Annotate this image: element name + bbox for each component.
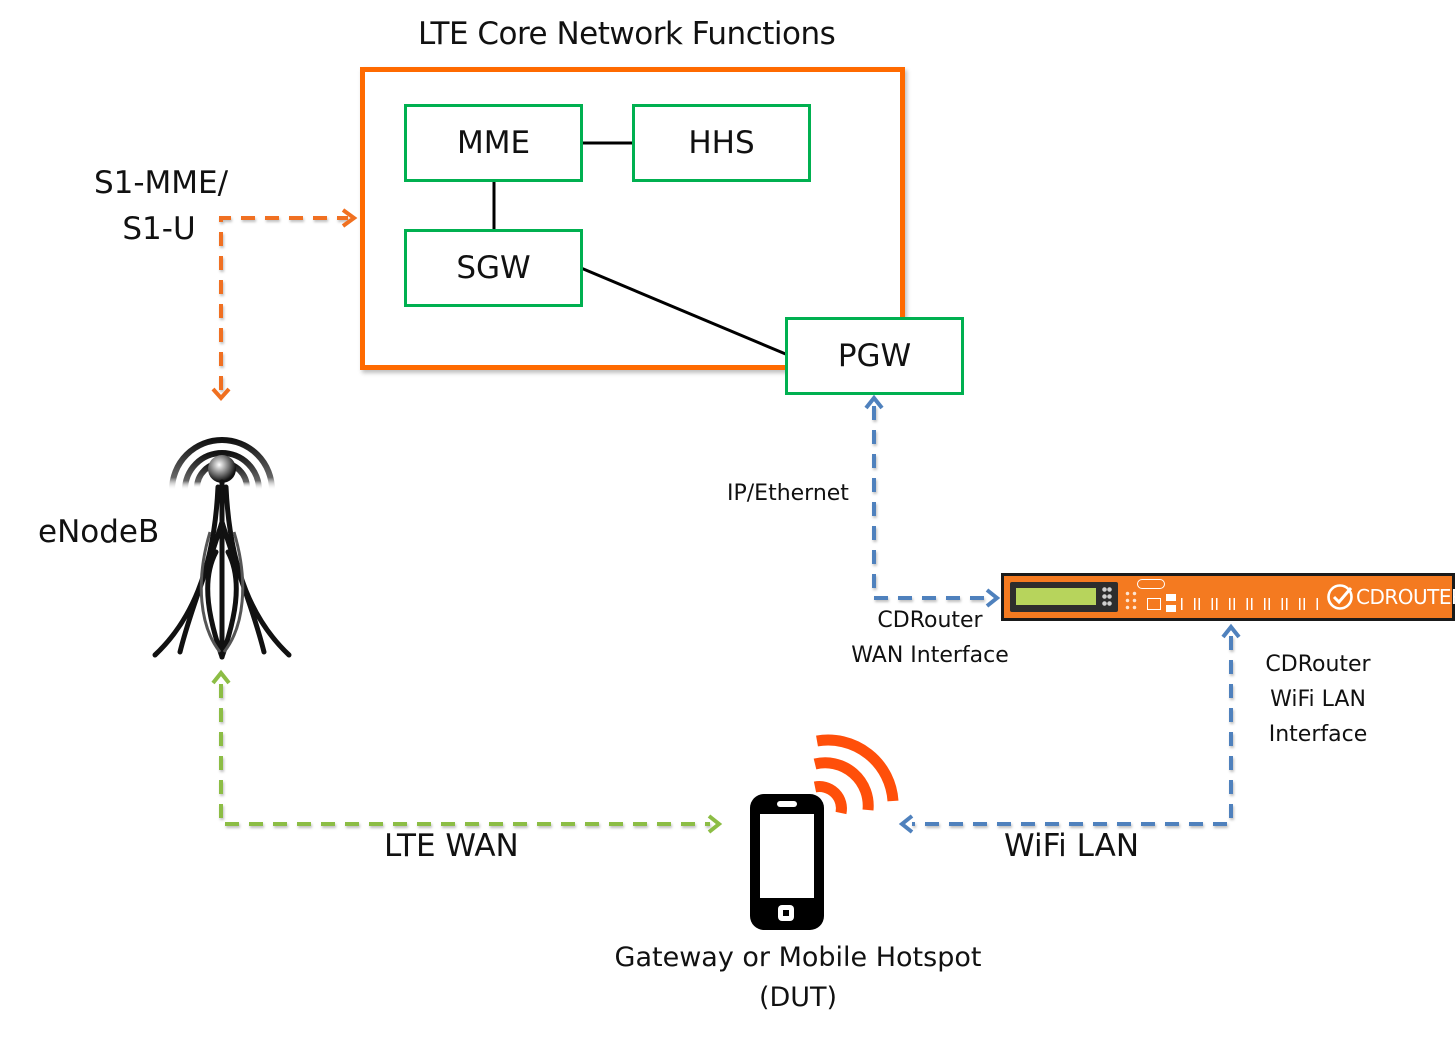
lte-arrowhead-up xyxy=(211,669,231,685)
pgw-node[interactable]: PGW xyxy=(785,317,964,395)
mme-label: MME xyxy=(456,125,531,161)
cdrouter-wifi-line3: Interface xyxy=(1268,722,1368,747)
lte-wan-label: LTE WAN xyxy=(384,828,519,864)
lte-wan-link xyxy=(219,684,710,826)
s1-arrowhead-right xyxy=(341,208,358,228)
sgw-pgw-link xyxy=(580,266,789,357)
s1-arrowhead-down xyxy=(211,387,231,402)
cdrouter-device[interactable]: CDROUTER xyxy=(1001,573,1456,621)
check-circle-icon xyxy=(1327,584,1353,610)
lte-arrowhead-right xyxy=(707,814,723,834)
wifi-signal-icon xyxy=(813,734,899,815)
ip-ethernet-label: IP/Ethernet xyxy=(727,481,849,506)
wifi-lan-arrowhead-up xyxy=(1221,623,1241,639)
phone-speaker xyxy=(777,801,797,807)
cdrouter-status-leds xyxy=(1124,590,1138,610)
cdrouter-wan-interface-label: CDRouter WAN Interface xyxy=(840,603,1020,673)
s1-label-line2: S1-U xyxy=(122,211,196,247)
cdrouter-wifi-lan-interface-label: CDRouter WiFi LAN Interface xyxy=(1253,647,1383,752)
s1-label-line1: S1-MME/ xyxy=(93,165,229,201)
tower-wave-outer xyxy=(169,437,275,491)
wifi-lan-label: WiFi LAN xyxy=(1004,828,1140,864)
cdrouter-wan-line1: CDRouter xyxy=(877,608,983,633)
cdrouter-wan-line2: WAN Interface xyxy=(851,643,1009,668)
dut-label: Gateway or Mobile Hotspot (DUT) xyxy=(598,938,998,1018)
tower-wave-middle xyxy=(182,450,262,491)
diagram-title: LTE Core Network Functions xyxy=(418,16,836,52)
cdrouter-lcd-buttons xyxy=(1102,586,1112,608)
tower-antenna-ball xyxy=(208,455,236,483)
cell-tower-icon[interactable] xyxy=(150,412,295,662)
enodeb-label: eNodeB xyxy=(38,514,160,550)
cdrouter-logo: CDROUTER xyxy=(1326,582,1456,612)
pgw-arrowhead-up xyxy=(864,394,884,410)
cdrouter-wifi-line2: WiFi LAN xyxy=(1270,687,1366,712)
hhs-label: HHS xyxy=(688,125,755,161)
smartphone-icon[interactable] xyxy=(748,794,826,930)
wan-arrowhead-right xyxy=(985,588,1001,608)
cdrouter-ethernet-ports xyxy=(1180,598,1320,610)
cdrouter-vga-port xyxy=(1137,579,1165,589)
hhs-node[interactable]: HHS xyxy=(632,104,811,182)
cdrouter-lcd-panel xyxy=(1010,582,1118,612)
dut-line1: Gateway or Mobile Hotspot xyxy=(614,942,982,973)
cdrouter-console-port xyxy=(1147,598,1161,610)
cdrouter-brand: CDROUTER xyxy=(1356,585,1456,609)
cdrouter-lcd-screen xyxy=(1016,588,1096,605)
sgw-label: SGW xyxy=(456,250,531,286)
dut-line2: (DUT) xyxy=(758,982,838,1013)
mme-node[interactable]: MME xyxy=(404,104,583,182)
wifi-lan-arrowhead-left xyxy=(898,814,914,834)
sgw-node[interactable]: SGW xyxy=(404,229,583,307)
cdrouter-wifi-line1: CDRouter xyxy=(1265,652,1371,677)
phone-screen xyxy=(760,814,814,898)
cdrouter-usb-ports xyxy=(1166,594,1176,612)
pgw-label: PGW xyxy=(837,338,912,374)
s1-link xyxy=(219,216,348,390)
s1-interface-label: S1-MME/ S1-U xyxy=(86,160,236,252)
ip-ethernet-link xyxy=(872,406,990,600)
